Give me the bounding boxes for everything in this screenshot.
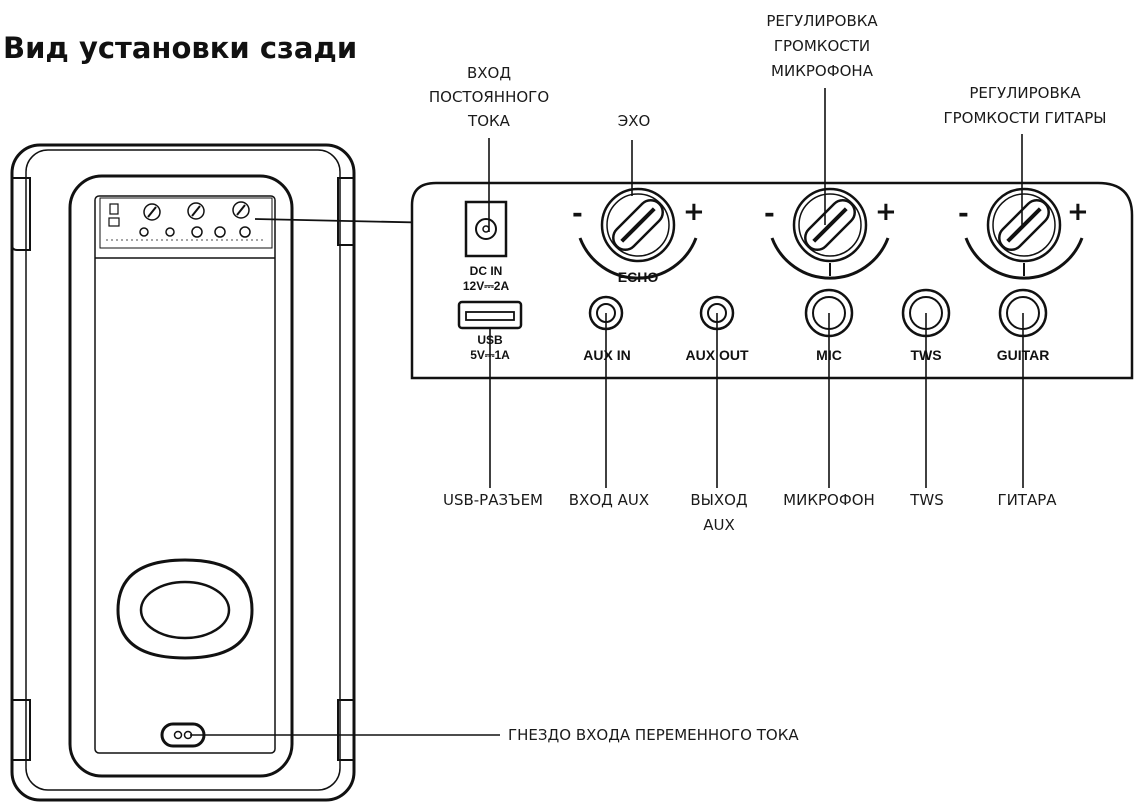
callout-ac-in: ГНЕЗДО ВХОДА ПЕРЕМЕННОГО ТОКА [508, 726, 799, 744]
aux-in-label: AUX IN [583, 347, 630, 363]
echo-plus-sign: + [683, 197, 705, 227]
speaker-inner-frame [25, 149, 341, 791]
mic-plus-sign: + [875, 197, 897, 227]
guitar-minus-sign: - [958, 199, 969, 229]
callout-aux-out-line2: AUX [703, 516, 735, 534]
back-panel-frame [68, 174, 294, 778]
callout-tws: TWS [909, 491, 944, 509]
callout-dc-in-line2: ПОСТОЯННОГО [429, 88, 549, 106]
dc-in-jack[interactable] [464, 200, 508, 258]
callout-mic-volume-line2: ГРОМКОСТИ [774, 37, 870, 55]
callout-microphone: МИКРОФОН [783, 491, 875, 509]
mic-volume-knob[interactable] [770, 187, 890, 280]
callout-usb-port: USB-РАЗЪЕМ [443, 491, 543, 509]
callout-mic-volume-line1: РЕГУЛИРОВКА [766, 12, 878, 30]
speaker-rear-view [10, 143, 356, 802]
echo-label: ECHO [618, 269, 659, 285]
callout-dc-in-line3: ТОКА [467, 112, 511, 130]
echo-minus-sign: - [572, 199, 583, 229]
control-strip [99, 197, 273, 249]
callout-aux-in: ВХОД AUX [569, 491, 649, 509]
callout-guitar: ГИТАРА [997, 491, 1057, 509]
callout-guitar-volume-line2: ГРОМКОСТИ ГИТАРЫ [943, 109, 1106, 127]
callout-dc-in-line1: ВХОД [467, 64, 511, 82]
leader-lines [190, 88, 1024, 736]
echo-knob[interactable] [578, 187, 698, 280]
page-title: Вид установки сзади [3, 31, 357, 65]
dc-in-rating: 12V⎓2A [463, 279, 510, 293]
passive-radiator-outer [116, 558, 254, 660]
dc-in-label: DC IN [470, 264, 503, 278]
left-top-handle [11, 177, 31, 251]
guitar-volume-knob[interactable] [964, 187, 1084, 280]
passive-radiator-inner [139, 580, 231, 640]
callout-aux-out-line1: ВЫХОД [690, 491, 747, 509]
back-panel-inner [94, 195, 276, 754]
right-top-handle [337, 177, 355, 246]
callout-guitar-volume-line1: РЕГУЛИРОВКА [969, 84, 1081, 102]
left-bottom-handle [11, 699, 31, 761]
callout-mic-volume-line3: МИКРОФОНА [771, 62, 874, 80]
control-panel [410, 181, 1134, 380]
mic-minus-sign: - [764, 199, 775, 229]
speaker-body [10, 143, 356, 802]
right-bottom-handle [337, 699, 355, 761]
callout-echo: ЭХО [618, 112, 651, 130]
guitar-plus-sign: + [1067, 197, 1089, 227]
